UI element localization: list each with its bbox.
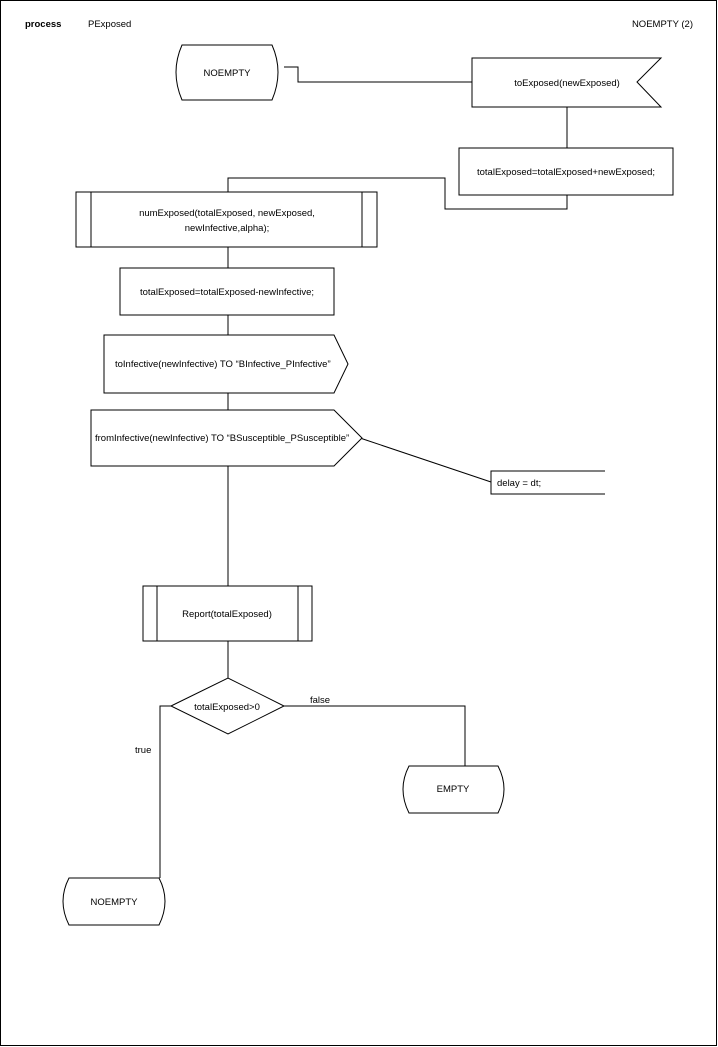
state-start-label: NOEMPTY (204, 68, 252, 79)
output-to-infective-label: toInfective(newInfective) TO “BInfective… (115, 359, 331, 370)
output-from-infective-shape (90, 409, 363, 467)
state-start-shape (175, 44, 279, 101)
state-empty-label: EMPTY (437, 784, 470, 795)
comment-delay-label: delay = dt; (497, 478, 541, 489)
decision-shape (169, 677, 286, 735)
branch-true-label: true (135, 745, 151, 756)
procedure-report-label: Report(totalExposed) (182, 609, 272, 620)
connector-true-branch (159, 705, 171, 878)
input-signal-shape (471, 57, 663, 108)
task-add-label: totalExposed=totalExposed+newExposed; (477, 167, 655, 178)
connector-false-branch (284, 705, 466, 766)
state-noempty-end-label: NOEMPTY (91, 897, 139, 908)
input-signal-label: toExposed(newExposed) (514, 78, 620, 89)
procedure-call-label-line1: numExposed(totalExposed, newExposed, (139, 208, 315, 219)
header-process-name: PExposed (88, 19, 131, 30)
procedure-report-shape (142, 585, 313, 642)
connector-start-to-input (284, 66, 472, 83)
procedure-call-shape (75, 191, 378, 248)
task-subtract-shape (119, 267, 335, 316)
connector-task-add-to-procedure (227, 177, 568, 210)
task-add-shape (458, 147, 674, 196)
header-keyword: process (25, 19, 61, 30)
comment-bracket (490, 470, 605, 495)
header-page-label: NOEMPTY (2) (632, 19, 693, 30)
connector-comment-dashed (359, 437, 492, 483)
procedure-call-label-line2: newInfective,alpha); (185, 223, 270, 234)
output-from-infective-label: fromInfective(newInfective) TO “BSuscept… (95, 433, 349, 444)
decision-label: totalExposed>0 (194, 702, 260, 713)
output-to-infective-shape (103, 334, 349, 394)
state-noempty-end-shape (62, 877, 166, 926)
state-empty-shape (402, 765, 505, 814)
branch-false-label: false (310, 695, 330, 706)
task-subtract-label: totalExposed=totalExposed-newInfective; (140, 287, 314, 298)
